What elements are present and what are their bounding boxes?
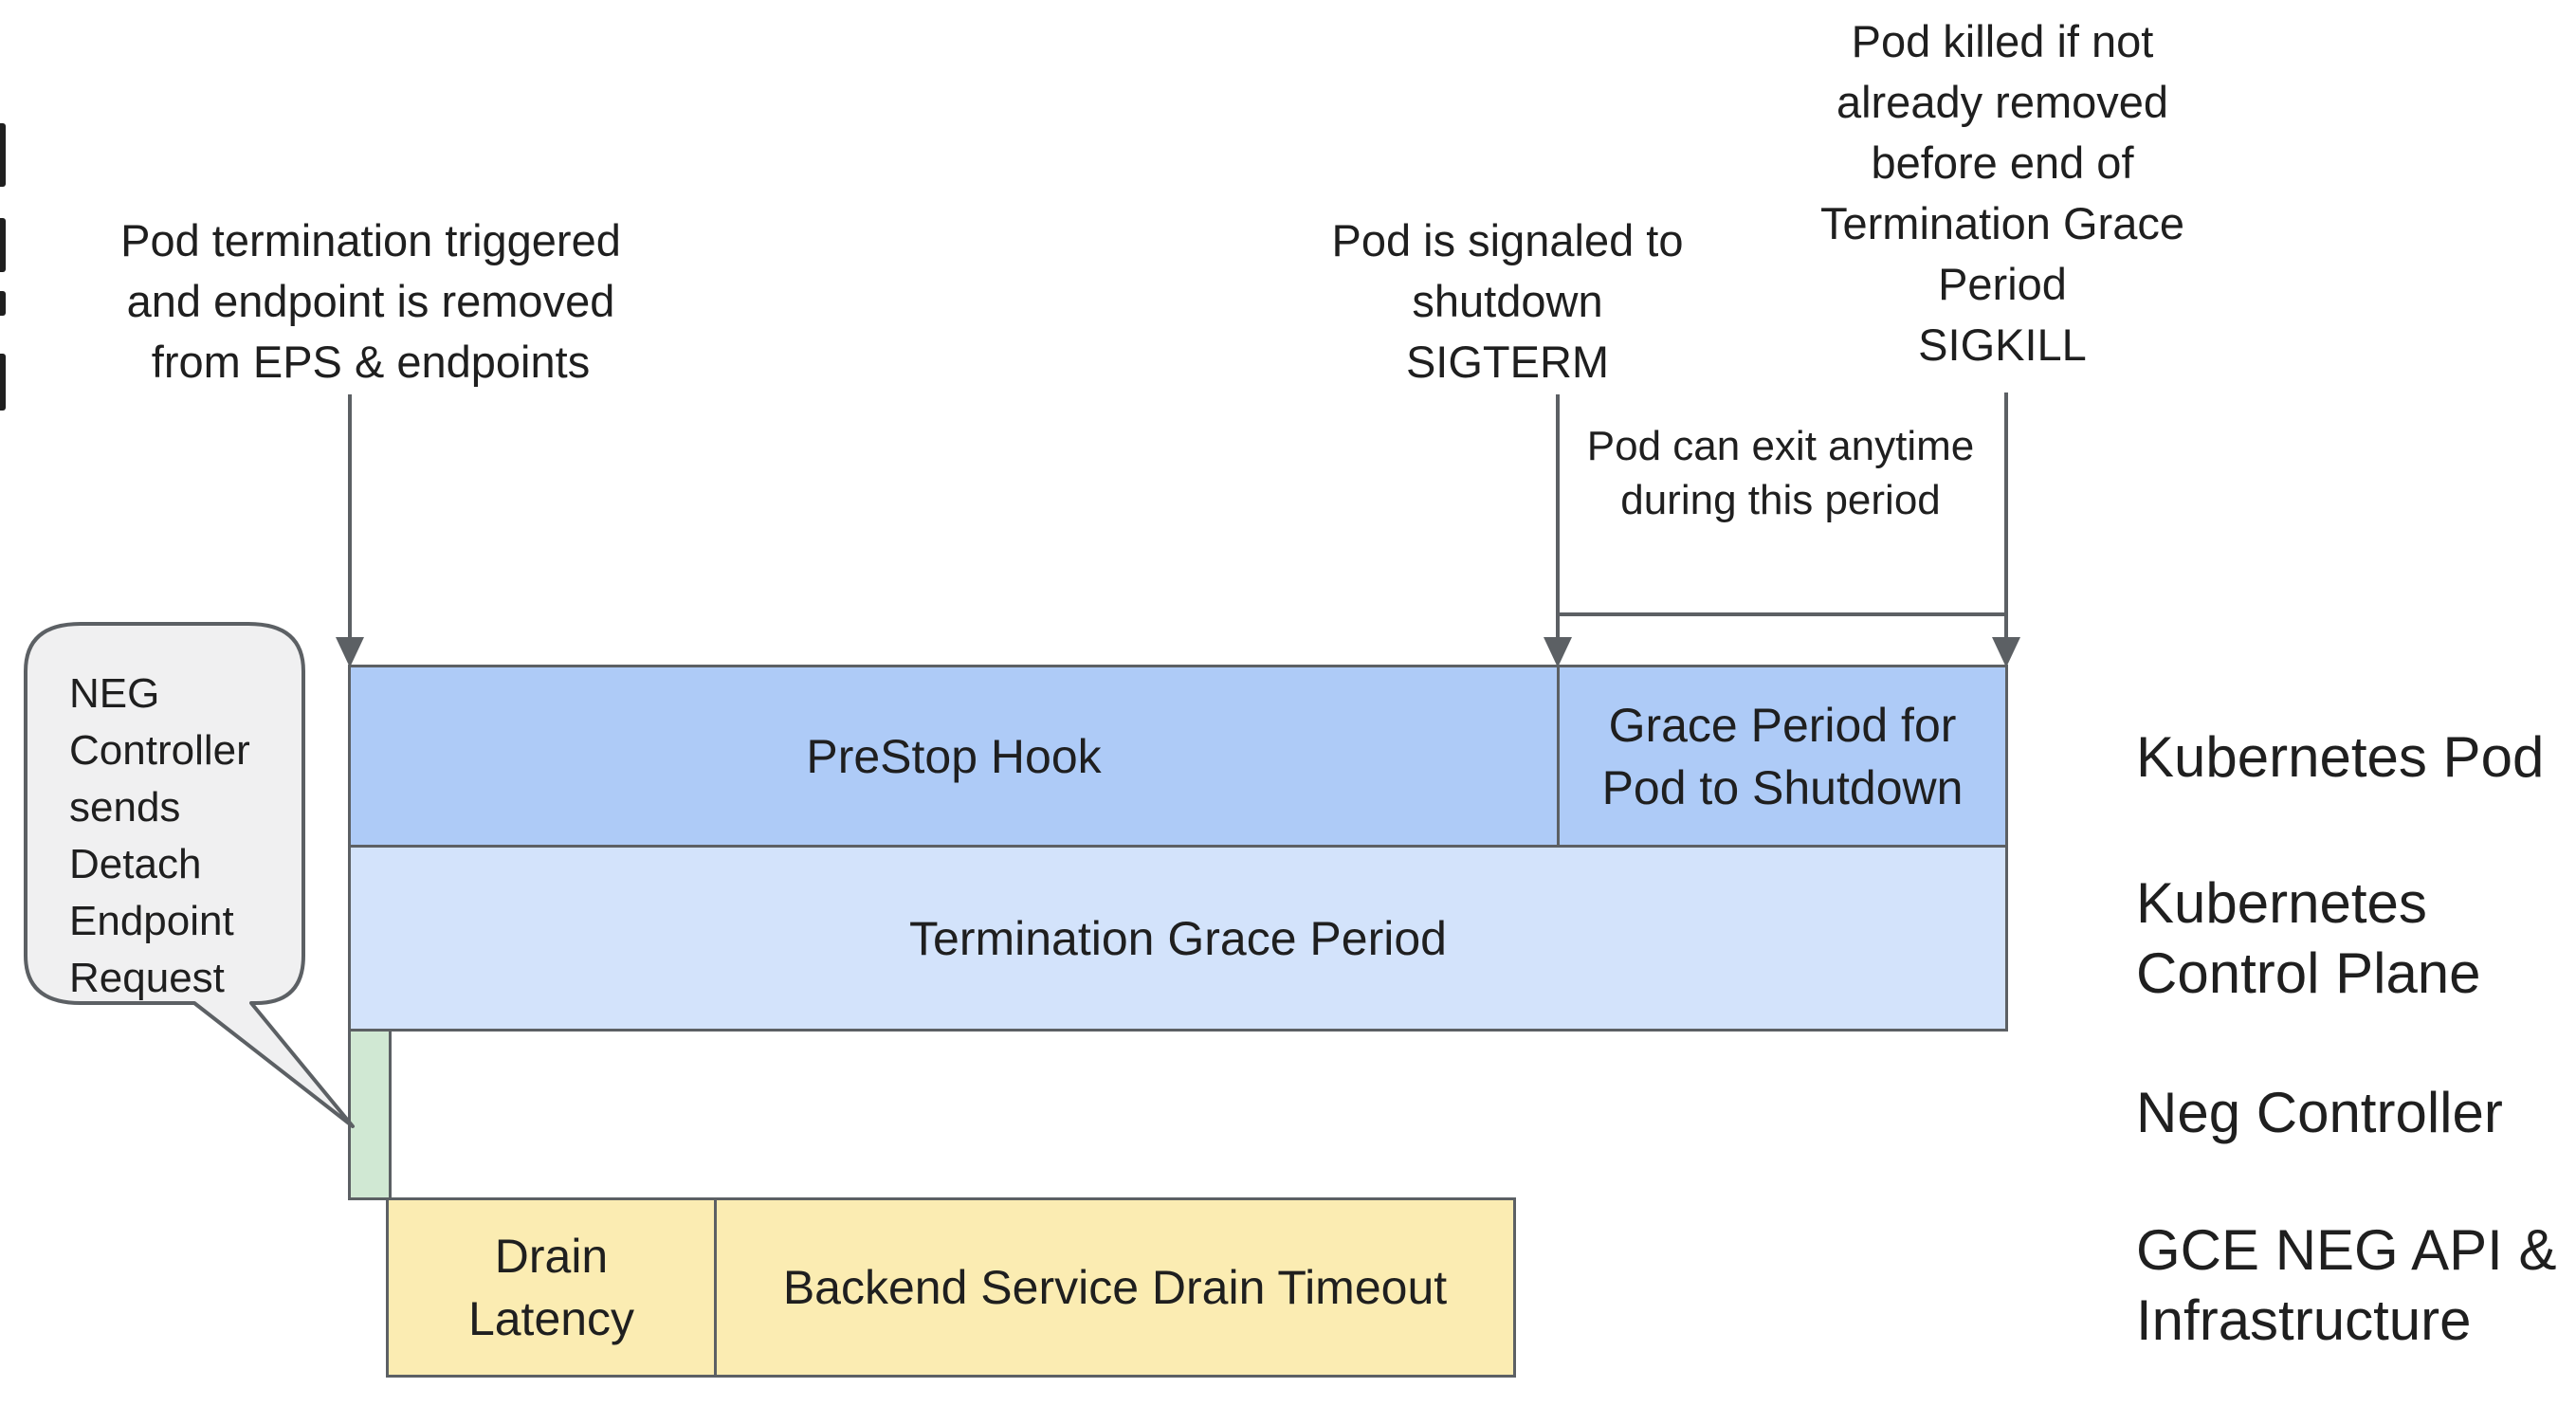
termination-grace-period-segment: Termination Grace Period — [909, 911, 1447, 965]
kubernetes-pod-bar: PreStop Hook Grace Period for Pod to Shu… — [348, 665, 2008, 848]
prestop-hook-segment: PreStop Hook — [806, 729, 1102, 783]
row-label-kubernetes-control-plane: Kubernetes Control Plane — [2136, 871, 2481, 1005]
row-label-gce-neg-api: GCE NEG API & Infrastructure — [2136, 1218, 2557, 1352]
clipped-edge-text-fragment — [0, 218, 6, 272]
row-label-kubernetes-pod: Kubernetes Pod — [2136, 725, 2545, 789]
clipped-edge-text-fragment — [0, 291, 6, 316]
grace-period-segment: Grace Period for Pod to Shutdown — [1557, 667, 2005, 845]
drain-latency-segment: Drain Latency — [467, 1230, 635, 1345]
annotation-sigkill: Pod killed if not already removed before… — [1820, 16, 2184, 370]
neg-controller-bar — [348, 1029, 392, 1200]
arrowhead-pod-termination — [336, 637, 364, 667]
annotation-sigterm: Pod is signaled to shutdown SIGTERM — [1331, 215, 1684, 387]
speech-bubble-shape — [24, 622, 355, 1128]
clipped-edge-text-fragment — [0, 123, 6, 187]
clipped-edge-text-fragment — [0, 354, 6, 411]
annotation-pod-termination-triggered: Pod termination triggered and endpoint i… — [120, 215, 621, 387]
arrowhead-sigterm — [1544, 637, 1572, 667]
row-label-neg-controller: Neg Controller — [2136, 1081, 2503, 1144]
gce-neg-bar: Drain Latency Backend Service Drain Time… — [386, 1197, 1516, 1378]
speech-bubble-text: NEG Controller sends Detach Endpoint Req… — [69, 670, 250, 1001]
arrowhead-sigkill — [1992, 637, 2020, 667]
annotation-pod-can-exit-anytime: Pod can exit anytime during this period — [1586, 423, 1975, 523]
backend-service-drain-timeout-segment: Backend Service Drain Timeout — [714, 1200, 1513, 1375]
